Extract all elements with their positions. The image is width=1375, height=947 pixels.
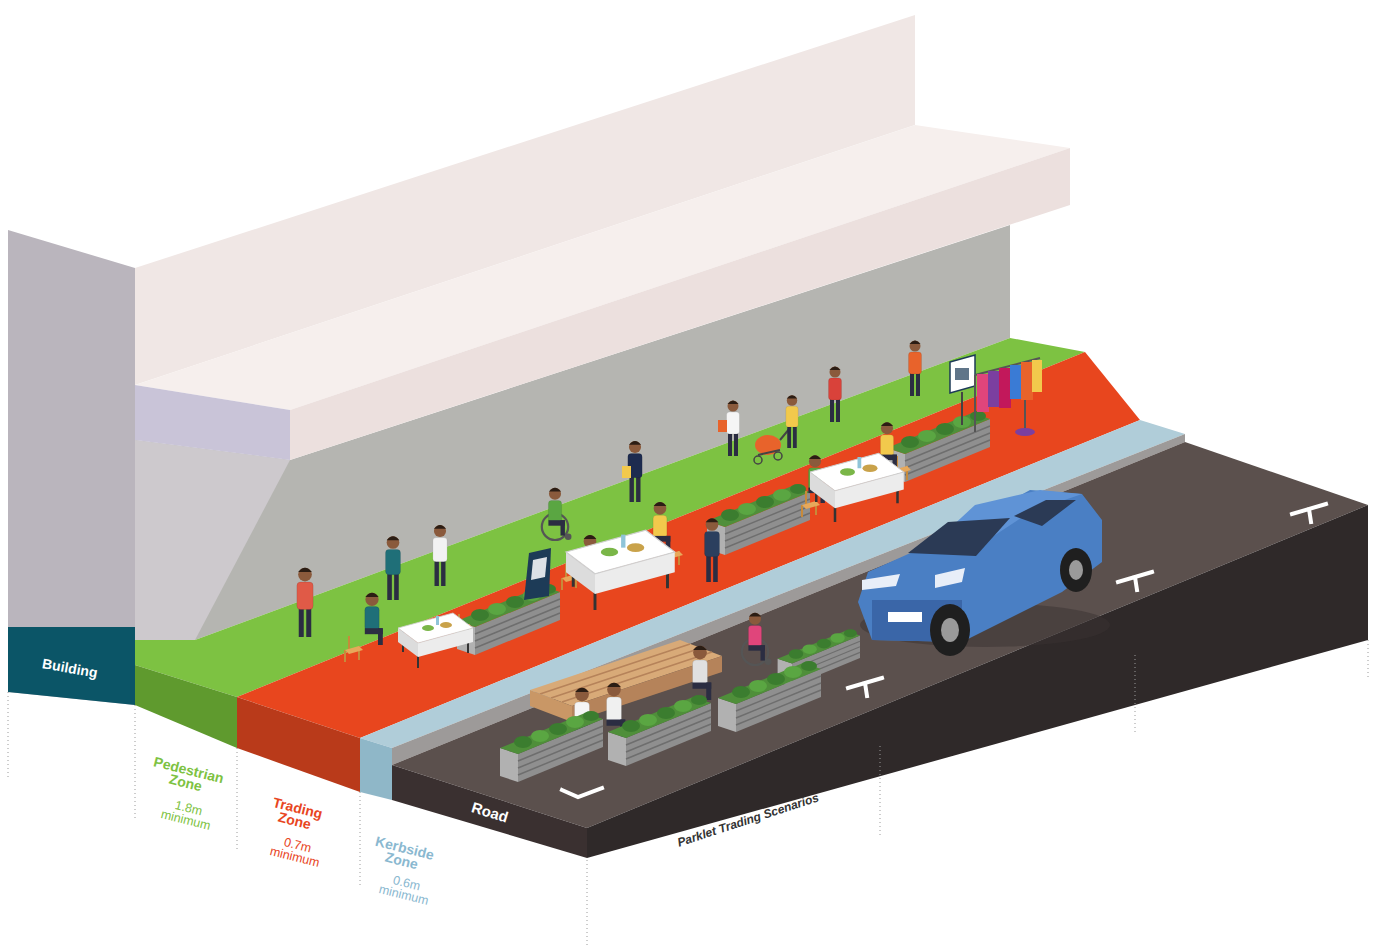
illustration-part (1118, 572, 1152, 590)
illustration-part (862, 574, 900, 590)
illustration-part (774, 452, 782, 460)
street-sign (950, 355, 975, 425)
illustration-part (237, 748, 238, 850)
pedestrian (909, 341, 922, 397)
illustration-part (848, 678, 882, 696)
dimension: 0.6m minimum (373, 871, 437, 909)
pedestrian-zone-band: Pedestrian Zone1.8m minimum (135, 665, 245, 845)
waiter (705, 518, 720, 582)
illustration-part (530, 690, 572, 722)
planter (500, 711, 603, 782)
illustration-part (135, 705, 136, 820)
illustration-part (1015, 428, 1035, 436)
illustration-part (562, 788, 602, 797)
dimension-lines (8, 640, 1368, 947)
illustration-part (587, 860, 588, 947)
planter (707, 484, 810, 555)
wheelchair-user (742, 613, 772, 665)
illustration-part (1135, 655, 1136, 735)
illustration-part (961, 392, 963, 425)
illustration-part (1010, 365, 1022, 399)
illustration-part (950, 355, 975, 393)
illustration-part (1292, 504, 1326, 522)
illustration-part (1368, 640, 1369, 680)
illustration-part (977, 374, 989, 412)
road-band: Road (392, 765, 587, 860)
illustration-part (1069, 560, 1083, 580)
illustration-part (1060, 548, 1092, 592)
illustration-part (531, 557, 547, 580)
zone-heading: Kerbside Zone (363, 833, 442, 877)
illustration-part (1032, 360, 1042, 392)
illustration-part (880, 746, 881, 835)
band-face-shape (237, 697, 360, 792)
pedestrian (829, 367, 842, 423)
seated-person (693, 646, 712, 700)
pedestrian (727, 401, 740, 457)
pedestrian (786, 395, 798, 448)
illustration-part (935, 568, 965, 588)
illustration-part (941, 618, 959, 642)
illustration-part (524, 548, 551, 600)
pedestrian (433, 525, 447, 586)
zone-heading: Pedestrian Zone (143, 754, 232, 800)
illustration-part (758, 428, 790, 455)
building-pillar (8, 230, 135, 705)
illustration-part (858, 490, 1102, 642)
zone-heading: Trading Zone (259, 794, 333, 837)
illustration-part (754, 456, 762, 464)
illustration-part (1021, 362, 1033, 400)
illustration-part (999, 368, 1011, 408)
stroller (754, 428, 790, 464)
clothes-rack (975, 358, 1042, 436)
illustration-part (1014, 500, 1076, 526)
wall-shadow (135, 440, 290, 640)
trading-zone-band: Trading Zone0.7m minimum (237, 697, 360, 877)
seated-person (365, 593, 383, 645)
band-face-shape (135, 665, 237, 748)
band-face-shape (360, 738, 392, 800)
dimension: 0.7m minimum (264, 833, 328, 871)
illustration-part (955, 368, 969, 380)
illustration-part (975, 358, 1040, 432)
band-face-shape (8, 627, 135, 705)
wheelchair-user (542, 488, 572, 540)
table (398, 613, 473, 668)
pedestrian (297, 568, 313, 637)
kerbside-zone-band: Kerbside Zone0.6m minimum (360, 738, 455, 918)
awning-end (135, 385, 290, 460)
shopping-bag (718, 420, 727, 432)
illustration-part (8, 692, 9, 780)
awning-top (135, 125, 1070, 410)
building-band: Building (8, 627, 135, 707)
table (566, 530, 675, 610)
pedestrian (386, 536, 401, 600)
chair (345, 636, 363, 662)
illustration-part (988, 371, 1000, 407)
band-face-shape (392, 765, 587, 858)
shopping-bag (622, 466, 631, 478)
illustration-part (888, 612, 922, 622)
car (858, 490, 1110, 656)
illustration-part (908, 518, 1010, 556)
illustration-part (360, 792, 361, 885)
table (810, 453, 904, 522)
planter (718, 661, 821, 732)
planter (608, 695, 711, 766)
dimension: 1.8m minimum (155, 796, 219, 834)
illustration-part (930, 604, 970, 656)
a-board-sign (524, 548, 551, 600)
